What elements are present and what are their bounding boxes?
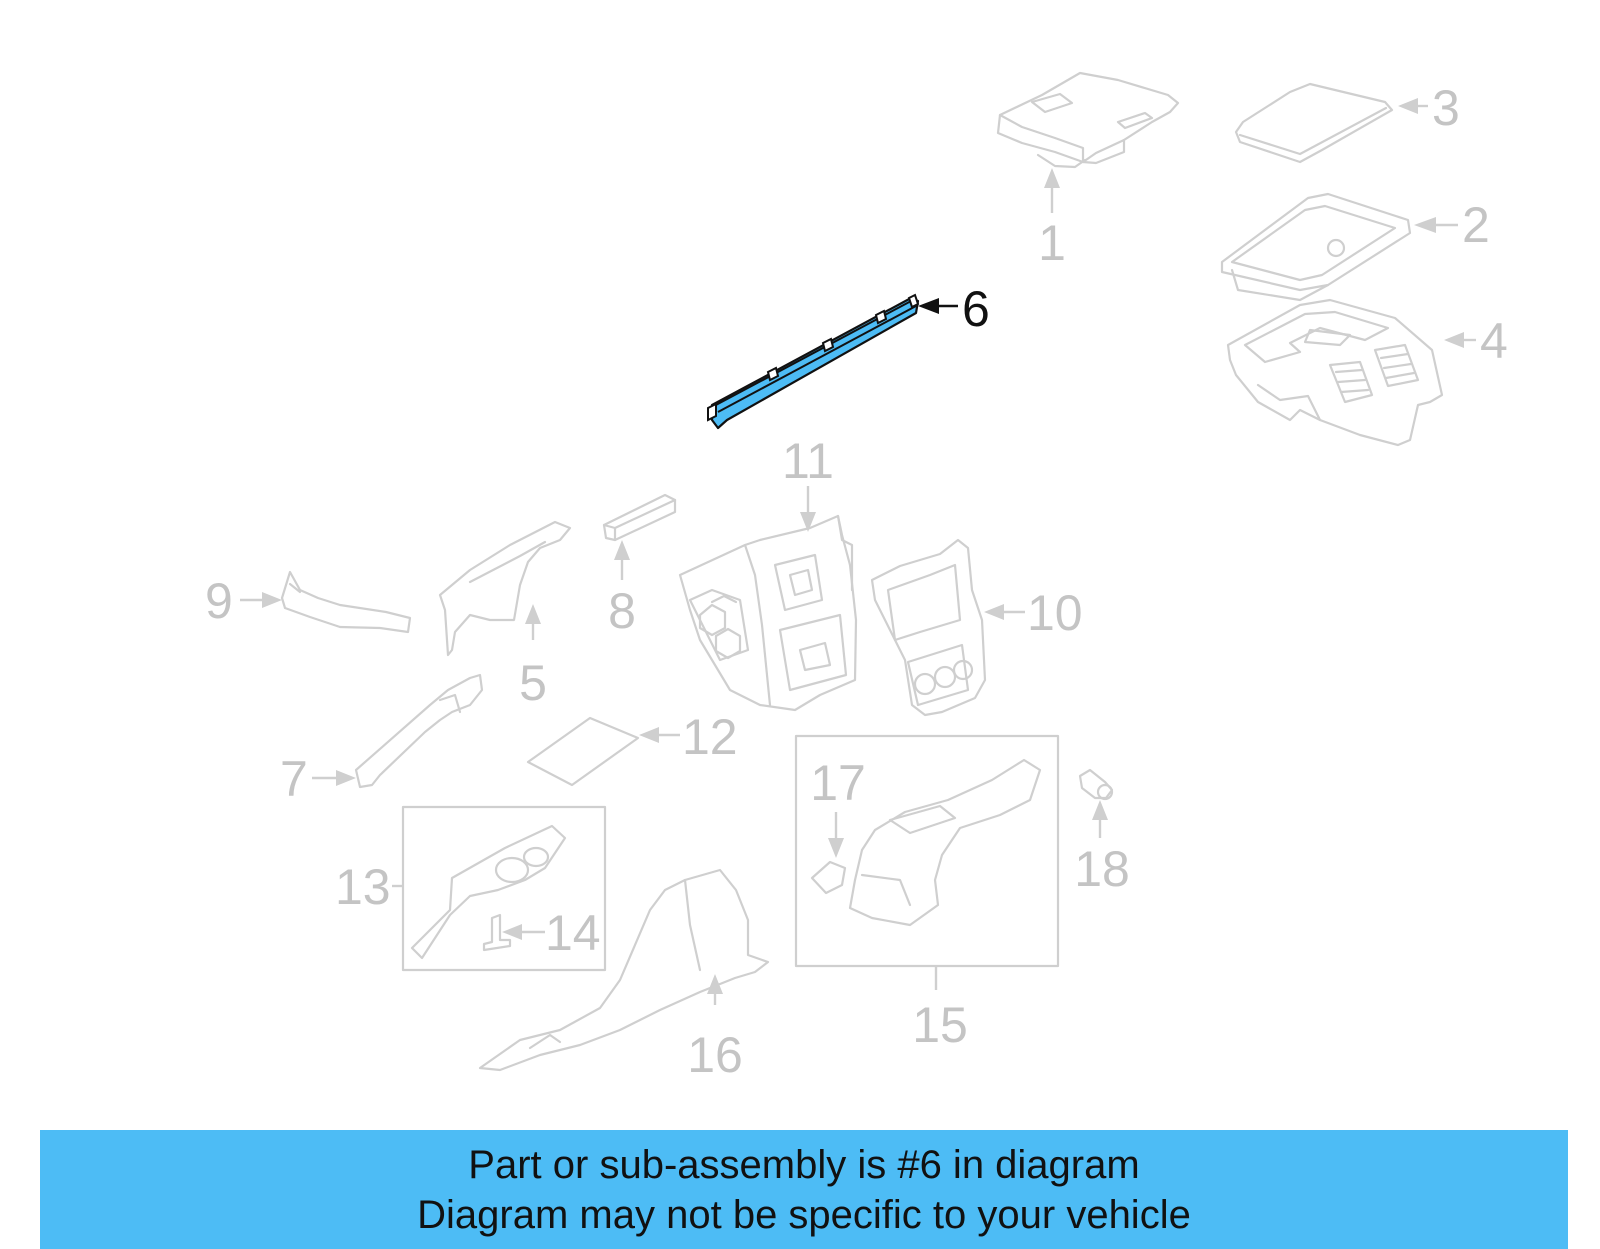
svg-text:17: 17	[810, 755, 866, 811]
svg-text:1: 1	[1038, 215, 1066, 271]
part-3-lid-pad[interactable]	[1234, 82, 1394, 164]
callout-7[interactable]: 7	[280, 751, 356, 807]
callout-10[interactable]: 10	[984, 585, 1083, 641]
callout-14[interactable]: 14	[502, 905, 601, 961]
svg-text:4: 4	[1480, 313, 1508, 369]
part-9-bracket[interactable]	[280, 570, 412, 634]
svg-text:13: 13	[335, 859, 391, 915]
svg-text:14: 14	[545, 905, 601, 961]
callout-9[interactable]: 9	[205, 573, 282, 629]
svg-text:8: 8	[608, 583, 636, 639]
callout-16[interactable]: 16	[687, 974, 743, 1083]
part-8-clip[interactable]	[602, 493, 677, 542]
callout-2[interactable]: 2	[1414, 197, 1490, 253]
callout-1[interactable]: 1	[1038, 168, 1066, 271]
banner-line-disclaimer: Diagram may not be specific to your vehi…	[417, 1192, 1191, 1237]
callout-5[interactable]: 5	[519, 604, 547, 711]
svg-text:18: 18	[1074, 841, 1130, 897]
callout-8[interactable]: 8	[608, 540, 636, 639]
parts-diagram: 1 2 3 4 5 6 7 8 9 10	[205, 71, 1508, 1083]
part-6-trim-strip[interactable]	[707, 293, 920, 430]
part-1-console-lid[interactable]	[996, 71, 1180, 169]
svg-text:2: 2	[1462, 197, 1490, 253]
svg-text:10: 10	[1027, 585, 1083, 641]
part-12-pad[interactable]	[526, 716, 640, 787]
callout-3[interactable]: 3	[1398, 80, 1460, 136]
info-banner: Part or sub-assembly is #6 in diagram Di…	[40, 1130, 1568, 1249]
callout-11[interactable]: 11	[782, 433, 834, 532]
part-10-radio-bezel[interactable]	[870, 538, 987, 717]
part-13-glove-box-group[interactable]	[401, 805, 607, 972]
part-11-center-frame[interactable]	[678, 514, 858, 712]
callout-12[interactable]: 12	[639, 709, 738, 765]
part-14-clip[interactable]	[482, 913, 512, 952]
callout-4[interactable]: 4	[1444, 313, 1508, 369]
svg-text:15: 15	[912, 997, 968, 1053]
part-18-fastener[interactable]	[1078, 768, 1114, 801]
part-15-console-group[interactable]	[794, 734, 1060, 968]
svg-text:6: 6	[962, 281, 990, 337]
part-2-storage-tray[interactable]	[1220, 192, 1412, 302]
callout-6[interactable]: 6	[918, 281, 990, 337]
svg-text:16: 16	[687, 1027, 743, 1083]
part-5-side-trim[interactable]	[438, 520, 572, 657]
banner-line-part-number: Part or sub-assembly is #6 in diagram	[468, 1142, 1140, 1187]
svg-text:3: 3	[1432, 80, 1460, 136]
svg-text:11: 11	[782, 433, 834, 489]
svg-text:9: 9	[205, 573, 233, 629]
part-7-trim[interactable]	[354, 673, 484, 789]
part-16-lower-trim[interactable]	[478, 868, 770, 1072]
callout-18[interactable]: 18	[1074, 800, 1130, 897]
svg-text:12: 12	[682, 709, 738, 765]
svg-text:7: 7	[280, 751, 308, 807]
callout-15[interactable]: 15	[912, 966, 968, 1053]
part-17-switch[interactable]	[810, 860, 847, 895]
callout-13[interactable]: 13	[335, 859, 403, 915]
svg-text:5: 5	[519, 655, 547, 711]
part-4-console-panel[interactable]	[1226, 298, 1444, 447]
callout-17[interactable]: 17	[810, 755, 866, 858]
